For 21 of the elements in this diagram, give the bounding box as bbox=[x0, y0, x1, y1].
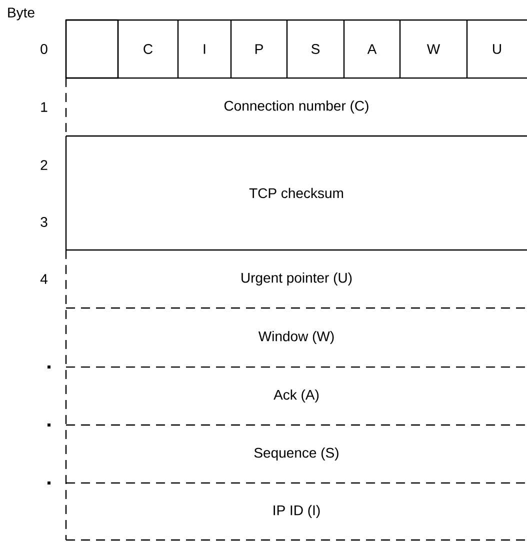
field-label: Connection number (C) bbox=[224, 100, 368, 114]
flag-label: P bbox=[255, 44, 263, 54]
axis-title: Byte bbox=[8, 8, 34, 20]
byte-number: 2 bbox=[40, 160, 48, 170]
flag-label: A bbox=[367, 44, 377, 54]
field-label: Ack (A) bbox=[274, 389, 319, 403]
byte-number: 4 bbox=[40, 274, 48, 284]
field-label: IP ID (I) bbox=[274, 504, 320, 518]
flag-label: S bbox=[311, 44, 320, 54]
flag-label: U bbox=[493, 44, 501, 54]
field-label: Window (W) bbox=[258, 330, 334, 344]
flag-label: I bbox=[204, 44, 206, 54]
field-label: Sequence (S) bbox=[254, 447, 338, 461]
field-label: TCP checksum bbox=[249, 188, 343, 198]
byte-number: 3 bbox=[40, 217, 48, 227]
byte-number: 0 bbox=[40, 44, 48, 54]
empty-cell bbox=[65, 19, 119, 79]
flag-label: C bbox=[144, 44, 153, 54]
flag-label: W bbox=[426, 44, 440, 54]
field-label: Urgent pointer (U) bbox=[242, 272, 352, 286]
byte-number: 1 bbox=[41, 102, 48, 112]
